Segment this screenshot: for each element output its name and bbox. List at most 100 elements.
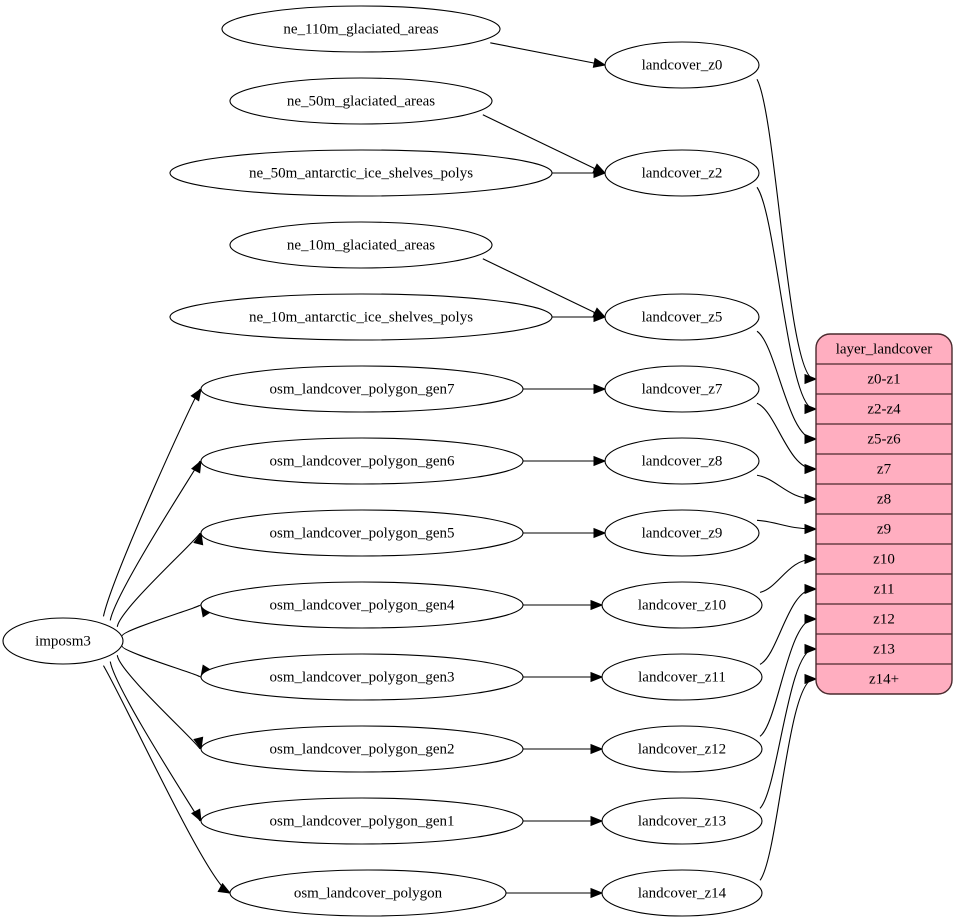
node-landcover_z0[interactable]: landcover_z0 (604, 41, 760, 89)
table-row-z11[interactable]: z11 (873, 581, 894, 597)
node-landcover_z14[interactable]: landcover_z14 (601, 869, 763, 917)
edge-arrowhead (804, 403, 818, 415)
node-osm_landcover_polygon_gen7[interactable]: osm_landcover_polygon_gen7 (200, 365, 524, 413)
table-layer: layer_landcover z0-z1 z2-z4 z5-z6 z7 z8 z9 z10 z… (815, 333, 953, 695)
edge-arrowhead (804, 433, 818, 445)
edge-arrowhead (804, 583, 818, 595)
node-osm_landcover_polygon[interactable]: osm_landcover_polygon (229, 869, 507, 917)
edge-landcover_z0-to-layer_landcover_z0-z1 (756, 79, 815, 380)
node-label: osm_landcover_polygon_gen4 (270, 597, 455, 613)
table-row-z2-z4[interactable]: z2-z4 (867, 401, 901, 417)
table-row-z7[interactable]: z7 (877, 461, 892, 477)
node-label: osm_landcover_polygon_gen5 (270, 525, 455, 541)
edge-arrowhead (592, 57, 607, 68)
edge-arrowhead (590, 743, 604, 755)
edge-landcover_z2-to-layer_landcover_z2-z4 (756, 186, 815, 410)
node-ne_10m_antarctic_ice_shelves_polys[interactable]: ne_10m_antarctic_ice_shelves_polys (169, 293, 553, 341)
node-label: ne_10m_antarctic_ice_shelves_polys (249, 309, 473, 325)
edge-arrowhead (804, 523, 818, 535)
node-label: landcover_z14 (638, 885, 727, 901)
table-row-z0-z1[interactable]: z0-z1 (867, 371, 900, 387)
edge-arrowhead (804, 373, 818, 385)
edge-arrowhead (590, 815, 604, 827)
node-label: osm_landcover_polygon_gen2 (270, 741, 455, 757)
edge-ne_110m_glaciated_areas-to-landcover_z0 (490, 42, 605, 66)
edge-arrowhead (191, 459, 202, 474)
node-osm_landcover_polygon_gen2[interactable]: osm_landcover_polygon_gen2 (200, 725, 524, 773)
table-header-label: layer_landcover (836, 341, 933, 357)
node-landcover_z7[interactable]: landcover_z7 (604, 365, 760, 413)
node-landcover_z10[interactable]: landcover_z10 (601, 581, 763, 629)
node-label: osm_landcover_polygon_gen7 (270, 381, 455, 397)
node-label: landcover_z7 (642, 381, 723, 397)
edge-landcover_z5-to-layer_landcover_z5-z6 (756, 330, 815, 440)
edge-imposm3-to-osm_landcover_polygon_gen3 (121, 645, 201, 678)
node-imposm3[interactable]: imposm3 (2, 617, 124, 665)
edge-arrowhead (804, 493, 818, 505)
edge-arrowhead (804, 463, 818, 475)
node-label: imposm3 (35, 633, 91, 649)
node-label: landcover_z10 (638, 597, 726, 613)
edge-arrowhead (193, 531, 204, 546)
node-ne_110m_glaciated_areas[interactable]: ne_110m_glaciated_areas (221, 5, 501, 53)
edge-arrowhead (804, 553, 818, 565)
edge-arrowhead (804, 673, 818, 685)
node-label: landcover_z12 (638, 741, 726, 757)
edge-imposm3-to-osm_landcover_polygon (102, 665, 230, 894)
node-osm_landcover_polygon_gen1[interactable]: osm_landcover_polygon_gen1 (200, 797, 524, 845)
table-row-z12[interactable]: z12 (873, 611, 895, 627)
table-layer_landcover[interactable]: layer_landcover z0-z1 z2-z4 z5-z6 z7 z8 z9 z10 z… (815, 333, 953, 695)
node-landcover_z5[interactable]: landcover_z5 (604, 293, 760, 341)
node-label: ne_50m_antarctic_ice_shelves_polys (249, 165, 473, 181)
edge-imposm3-to-osm_landcover_polygon_gen7 (102, 388, 201, 617)
node-osm_landcover_polygon_gen5[interactable]: osm_landcover_polygon_gen5 (200, 509, 524, 557)
node-label: landcover_z13 (638, 813, 726, 829)
node-landcover_z2[interactable]: landcover_z2 (604, 149, 760, 197)
node-label: osm_landcover_polygon (294, 885, 443, 901)
edge-arrowhead (593, 311, 607, 323)
edge-arrowhead (590, 671, 604, 683)
edge-imposm3-to-osm_landcover_polygon_gen2 (116, 655, 201, 750)
edge-arrowhead (190, 387, 202, 402)
node-label: landcover_z8 (642, 453, 723, 469)
edge-arrowhead (590, 599, 604, 611)
edge-imposm3-to-osm_landcover_polygon_gen4 (121, 604, 201, 637)
edge-arrowhead (804, 613, 818, 625)
table-row-z9[interactable]: z9 (877, 521, 891, 537)
node-label: landcover_z2 (642, 165, 723, 181)
table-row-z14+[interactable]: z14+ (869, 671, 899, 687)
edge-ne_50m_glaciated_areas-to-landcover_z2 (482, 114, 605, 174)
node-label: landcover_z11 (638, 669, 726, 685)
node-landcover_z8[interactable]: landcover_z8 (604, 437, 760, 485)
edge-landcover_z14-to-layer_landcover_z14_ (759, 678, 815, 881)
node-ne_50m_glaciated_areas[interactable]: ne_50m_glaciated_areas (229, 77, 493, 125)
table-row-z5-z6[interactable]: z5-z6 (867, 431, 901, 447)
node-layer: imposm3 ne_110m_glaciated_areas ne_50m_gla… (2, 5, 763, 917)
node-osm_landcover_polygon_gen4[interactable]: osm_landcover_polygon_gen4 (200, 581, 524, 629)
node-label: ne_10m_glaciated_areas (287, 237, 435, 253)
node-label: osm_landcover_polygon_gen6 (270, 453, 455, 469)
table-row-z10[interactable]: z10 (873, 551, 895, 567)
edge-arrowhead (217, 882, 232, 894)
node-osm_landcover_polygon_gen6[interactable]: osm_landcover_polygon_gen6 (200, 437, 524, 485)
node-label: osm_landcover_polygon_gen3 (270, 669, 455, 685)
edge-arrowhead (804, 643, 818, 655)
node-label: ne_110m_glaciated_areas (283, 21, 438, 37)
node-label: osm_landcover_polygon_gen1 (270, 813, 455, 829)
node-landcover_z12[interactable]: landcover_z12 (601, 725, 763, 773)
table-row-z13[interactable]: z13 (873, 641, 895, 657)
node-osm_landcover_polygon_gen3[interactable]: osm_landcover_polygon_gen3 (200, 653, 524, 701)
node-landcover_z11[interactable]: landcover_z11 (601, 653, 763, 701)
node-label: landcover_z0 (642, 57, 723, 73)
node-ne_50m_antarctic_ice_shelves_polys[interactable]: ne_50m_antarctic_ice_shelves_polys (169, 149, 553, 197)
edge-arrowhead (593, 383, 607, 395)
edge-arrowhead (590, 887, 604, 899)
node-ne_10m_glaciated_areas[interactable]: ne_10m_glaciated_areas (229, 221, 493, 269)
node-landcover_z9[interactable]: landcover_z9 (604, 509, 760, 557)
edge-imposm3-to-osm_landcover_polygon_gen5 (116, 532, 201, 627)
node-landcover_z13[interactable]: landcover_z13 (601, 797, 763, 845)
table-row-z8[interactable]: z8 (877, 491, 891, 507)
edge-arrowhead (593, 167, 607, 179)
